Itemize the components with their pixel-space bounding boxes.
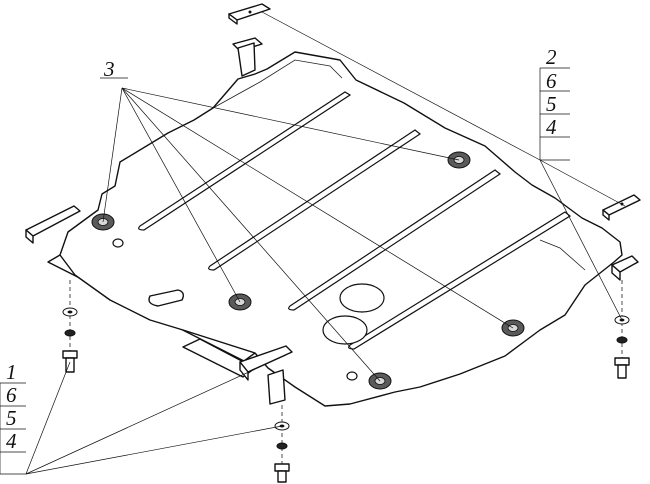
callout-stack-left: 1 6 5 4 — [0, 360, 26, 475]
bracket-strip-left — [25, 205, 81, 244]
callout-item-6: 6 — [6, 383, 17, 407]
plate-slot — [148, 289, 185, 307]
callout-item-2: 2 — [546, 45, 557, 69]
callout-item-5: 5 — [546, 92, 557, 116]
callout-item-4: 4 — [546, 115, 557, 139]
plate-hole-large — [322, 315, 368, 345]
callout-item-4: 4 — [6, 429, 17, 453]
leader-lines-left-stack — [25, 354, 287, 475]
plate-body — [59, 51, 623, 407]
fastener-stack-left — [62, 280, 78, 373]
plate-hole-small — [346, 371, 358, 381]
plate-hole-large — [339, 283, 385, 313]
bracket-strip-right — [602, 194, 641, 221]
skid-plate — [47, 37, 639, 407]
callout-item-3: 3 — [103, 57, 115, 81]
callout-item-6: 6 — [546, 69, 557, 93]
fastener-stack-right — [614, 280, 630, 379]
leader-lines-item-3 — [102, 87, 514, 382]
callout-stack-right: 2 6 5 4 — [539, 45, 570, 161]
plate-hole-small — [112, 238, 124, 248]
fastener-stack-center — [274, 405, 290, 483]
callout-item-5: 5 — [6, 406, 17, 430]
callout-item-1: 1 — [6, 360, 17, 384]
bracket-strip-top — [228, 3, 271, 25]
stiffening-ribs — [138, 91, 572, 350]
leader-lines-right-stack — [261, 11, 626, 321]
